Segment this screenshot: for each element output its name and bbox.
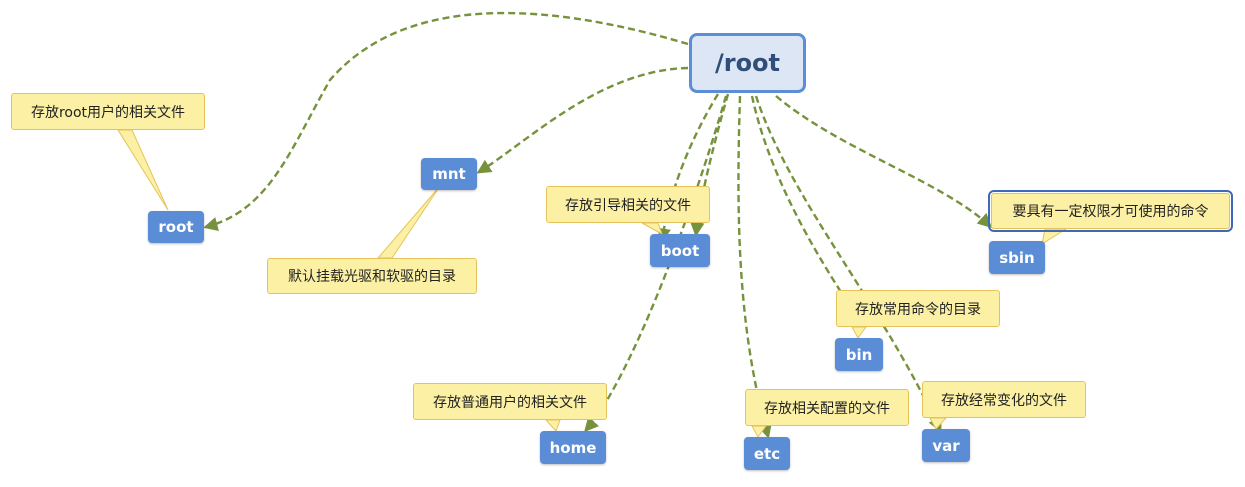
callout-tail-root [117, 129, 169, 211]
callout-tail-var [929, 417, 948, 430]
callout-tail-bin [851, 326, 867, 339]
callout-sbin: 要具有一定权限才可使用的命令 [988, 190, 1233, 232]
callout-tail-boot [641, 222, 663, 236]
node-root[interactable]: root [148, 211, 204, 243]
node-boot[interactable]: boot [650, 234, 710, 267]
node-var[interactable]: var [922, 429, 970, 462]
callout-tail-home [544, 419, 561, 432]
edge-8 [775, 95, 993, 228]
edge-4 [737, 95, 772, 439]
callout-tail-mnt [376, 185, 441, 259]
callout-mnt: 默认挂载光驱和软驱的目录 [267, 258, 477, 294]
callout-etc: 存放相关配置的文件 [745, 389, 909, 426]
node-bin[interactable]: bin [835, 338, 883, 371]
edge-1 [476, 66, 689, 174]
node-etc[interactable]: etc [744, 437, 790, 470]
callout-home: 存放普通用户的相关文件 [413, 383, 607, 420]
callout-tail-sbin [1041, 228, 1068, 246]
node-mnt[interactable]: mnt [421, 158, 477, 190]
edge-6 [754, 95, 942, 433]
root-node[interactable]: /root [689, 33, 806, 93]
node-sbin[interactable]: sbin [989, 241, 1045, 274]
callout-bin: 存放常用命令的目录 [836, 290, 1000, 327]
callout-root: 存放root用户的相关文件 [11, 93, 205, 130]
edge-0 [203, 11, 689, 231]
node-home[interactable]: home [540, 431, 606, 464]
callout-boot: 存放引导相关的文件 [546, 186, 710, 223]
callout-var: 存放经常变化的文件 [922, 381, 1086, 418]
callout-tail-etc [751, 425, 767, 438]
edge-3 [690, 93, 730, 237]
edge-5 [750, 95, 852, 309]
edge-2 [656, 93, 720, 243]
